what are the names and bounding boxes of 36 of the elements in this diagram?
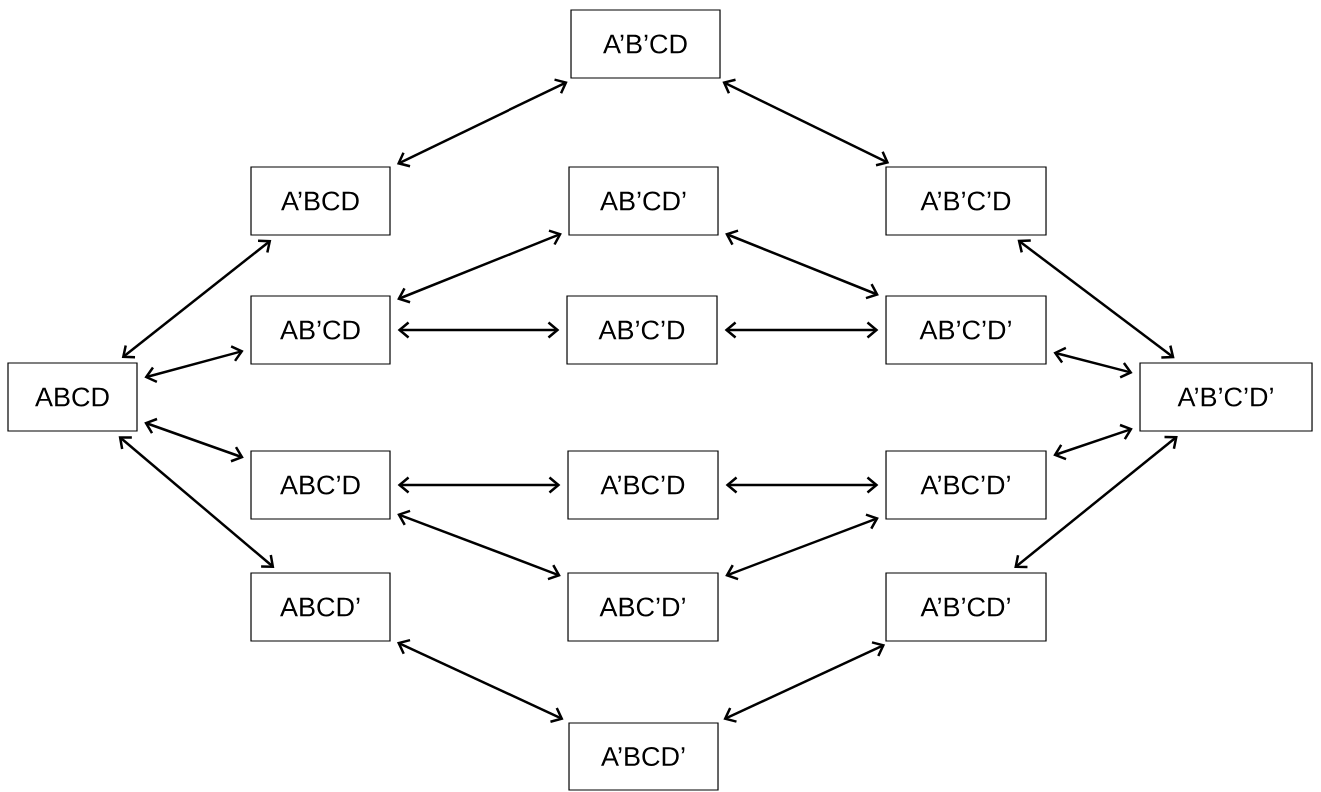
double-arrow bbox=[722, 78, 890, 167]
double-arrow bbox=[396, 78, 568, 168]
double-arrow bbox=[118, 436, 275, 568]
state-box: AB’CD bbox=[250, 295, 391, 365]
double-arrow bbox=[121, 239, 272, 359]
state-box: A’B’C’D bbox=[885, 166, 1047, 236]
double-arrow bbox=[725, 476, 879, 494]
state-box: ABCD’ bbox=[250, 572, 391, 642]
state-box: AB’CD’ bbox=[568, 166, 719, 236]
double-arrow bbox=[396, 638, 564, 723]
state-box: A’B’CD bbox=[570, 9, 721, 79]
double-arrow bbox=[1053, 346, 1133, 379]
state-box: A’BC’D’ bbox=[885, 450, 1047, 520]
double-arrow bbox=[144, 345, 244, 384]
double-arrow bbox=[1017, 239, 1175, 359]
double-arrow bbox=[397, 476, 561, 494]
double-arrow bbox=[397, 229, 562, 304]
double-arrow bbox=[1053, 423, 1133, 461]
double-arrow bbox=[144, 417, 244, 463]
state-box: A’BCD bbox=[250, 166, 391, 236]
double-arrow bbox=[724, 321, 879, 339]
double-arrow bbox=[397, 321, 560, 339]
double-arrow bbox=[1014, 435, 1178, 569]
double-arrow bbox=[725, 229, 879, 300]
double-arrow bbox=[397, 509, 561, 581]
state-box: AB’C’D’ bbox=[885, 295, 1047, 365]
state-box: ABCD bbox=[7, 362, 138, 432]
state-box: AB’C’D bbox=[566, 295, 718, 365]
state-box: A’B’CD’ bbox=[885, 572, 1047, 642]
state-box: A’BCD’ bbox=[568, 722, 719, 791]
state-box: ABC’D’ bbox=[567, 572, 719, 642]
state-box: A’B’C’D’ bbox=[1139, 362, 1313, 432]
double-arrow bbox=[725, 513, 879, 581]
double-arrow bbox=[723, 641, 886, 723]
state-box: A’BC’D bbox=[567, 450, 719, 520]
state-box: ABC’D bbox=[250, 450, 391, 520]
